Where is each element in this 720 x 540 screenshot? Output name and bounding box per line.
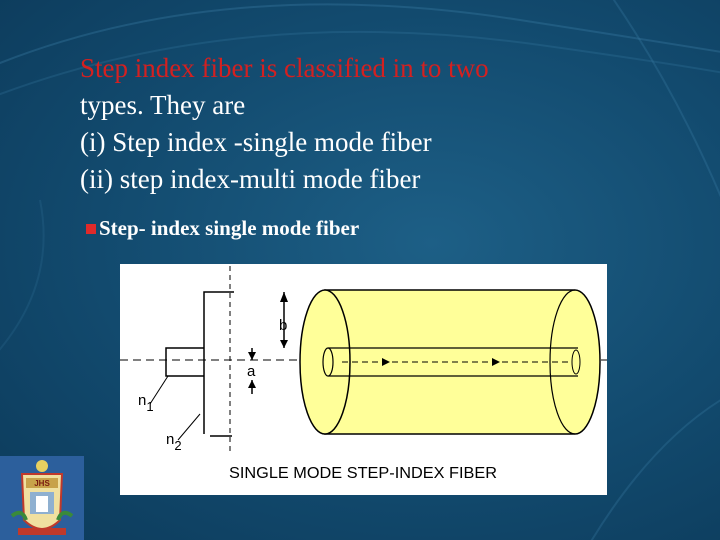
square-bullet-icon bbox=[86, 223, 96, 234]
bullet-item: Step- index single mode fiber bbox=[86, 216, 359, 241]
bullet-text: Step- index single mode fiber bbox=[99, 216, 360, 240]
text-line-4: (ii) step index-multi mode fiber bbox=[80, 164, 421, 194]
text-line-3: (i) Step index -single mode fiber bbox=[80, 127, 432, 157]
text-line-2: types. They are bbox=[80, 90, 246, 120]
label-n2: n2 bbox=[166, 431, 182, 453]
institution-logo: JHS bbox=[0, 456, 84, 540]
label-b: b bbox=[279, 317, 287, 334]
figure-caption: SINGLE MODE STEP-INDEX FIBER bbox=[229, 465, 497, 482]
logo-text: JHS bbox=[34, 479, 50, 488]
fiber-diagram-svg: b a n1 n2 SINGLE MODE bbox=[120, 266, 607, 482]
label-a: a bbox=[247, 363, 256, 380]
body-text: Step index fiber is classified in to two… bbox=[80, 50, 700, 198]
crest-icon: JHS bbox=[0, 456, 84, 540]
label-n1: n1 bbox=[138, 392, 154, 414]
text-line-1: Step index fiber is classified in to two bbox=[80, 53, 489, 83]
fiber-diagram: b a n1 n2 SINGLE MODE bbox=[120, 264, 607, 495]
